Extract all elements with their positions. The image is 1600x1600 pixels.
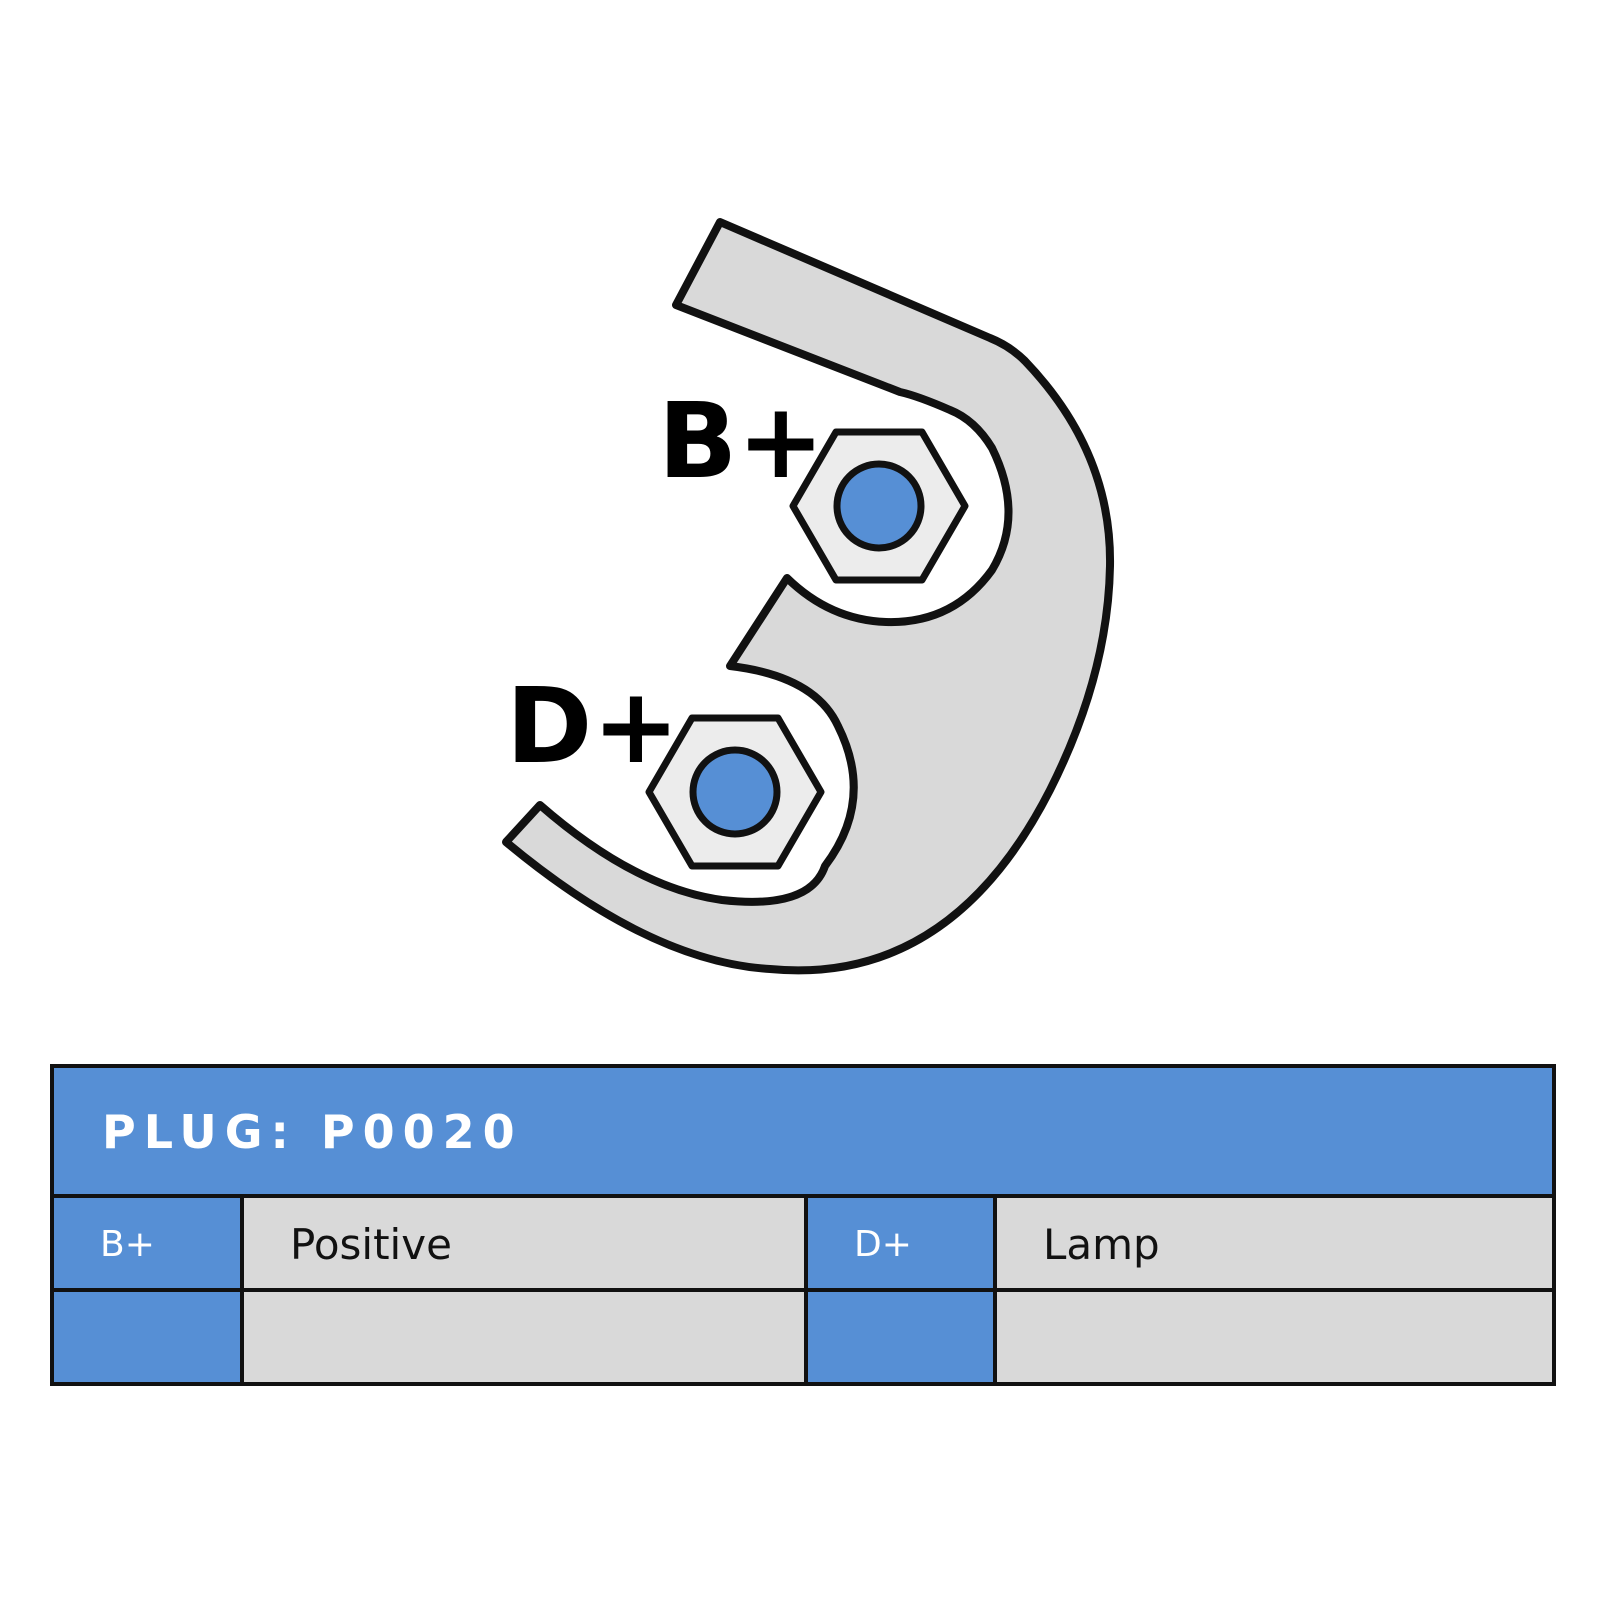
terminal-stud-b-plus	[833, 460, 925, 552]
pin-code-cell	[808, 1292, 993, 1382]
terminal-label-d-plus: D+	[506, 665, 679, 787]
pin-description-cell: Positive	[244, 1198, 804, 1288]
pin-code-cell: B+	[54, 1198, 240, 1288]
pin-code-cell	[54, 1292, 240, 1382]
terminal-label-b-plus: B+	[658, 380, 824, 502]
pin-code: B+	[100, 1224, 155, 1265]
pin-description: Lamp	[1043, 1220, 1160, 1269]
pin-description-cell: Lamp	[997, 1198, 1552, 1288]
pin-code: D+	[854, 1224, 912, 1265]
pin-description-cell	[997, 1292, 1552, 1382]
plug-body	[502, 218, 1115, 975]
pin-table: PLUG: P0020 B+ Positive D+ Lamp	[50, 1064, 1556, 1386]
terminal-stud-d-plus	[689, 746, 781, 838]
table-header: PLUG: P0020	[54, 1068, 1552, 1194]
pin-description-cell	[244, 1292, 804, 1382]
pin-code-cell: D+	[808, 1198, 993, 1288]
plug-title: PLUG: P0020	[102, 1105, 523, 1159]
pin-description: Positive	[290, 1220, 452, 1269]
